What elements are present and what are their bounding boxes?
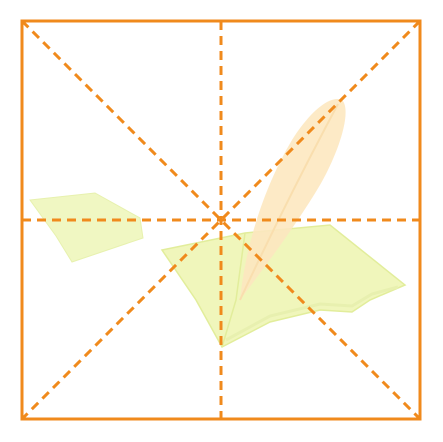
book-page-edge-illustration xyxy=(225,285,399,342)
diagonal-tr-bl-guide xyxy=(20,19,422,421)
loose-paper-illustration xyxy=(29,192,144,263)
open-book-illustration xyxy=(160,224,407,349)
book-quill-watermark xyxy=(29,98,407,349)
quill-shaft-illustration xyxy=(239,103,339,301)
grid-guides xyxy=(20,19,422,421)
book-spine-illustration xyxy=(221,232,246,348)
grid-outer-frame xyxy=(20,19,422,421)
quill-feather-illustration xyxy=(240,98,346,300)
diagonal-tl-br-guide xyxy=(20,19,422,421)
